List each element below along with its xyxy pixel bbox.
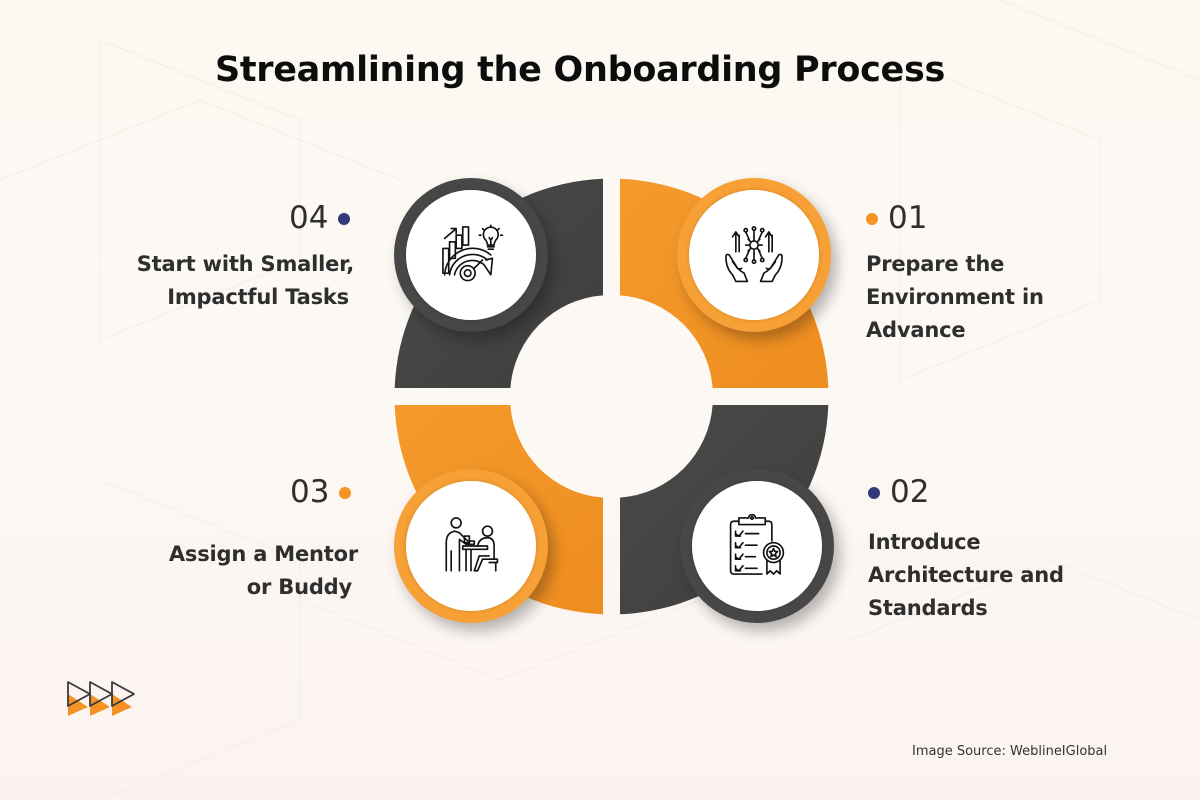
step-02-number: 02 (868, 477, 929, 508)
step-04-dot (338, 212, 351, 225)
step-02-dot (868, 486, 880, 499)
clipboard-checklist-badge-icon (729, 513, 785, 575)
image-source-credit: Image Source: WeblineIGlobal (912, 744, 1108, 759)
step-02-label: Introduce Architecture and Standards (868, 530, 1064, 620)
page-title: Streamlining the Onboarding Process (214, 50, 946, 90)
step-04-label: Start with Smaller, Impactful Tasks (136, 252, 354, 309)
step-03-dot (339, 486, 352, 499)
step-01-badge (677, 178, 831, 332)
step-03-label: Assign a Mentor or Buddy (168, 542, 358, 599)
step-03-number: 03 (290, 477, 352, 508)
step-04-number: 04 (289, 203, 351, 234)
mentor-desk-people-icon (445, 517, 499, 572)
step-01-label: Prepare the Environment in Advance (866, 252, 1044, 342)
step-04-badge (394, 178, 548, 332)
step-01-dot (866, 212, 878, 225)
step-02-badge (680, 469, 834, 623)
hands-gear-arrows-icon (725, 226, 783, 283)
triple-arrow-icon (67, 681, 135, 716)
growth-gauge-lightbulb-icon (442, 224, 504, 282)
step-03-badge (394, 469, 548, 623)
step-01-number: 01 (866, 203, 927, 234)
